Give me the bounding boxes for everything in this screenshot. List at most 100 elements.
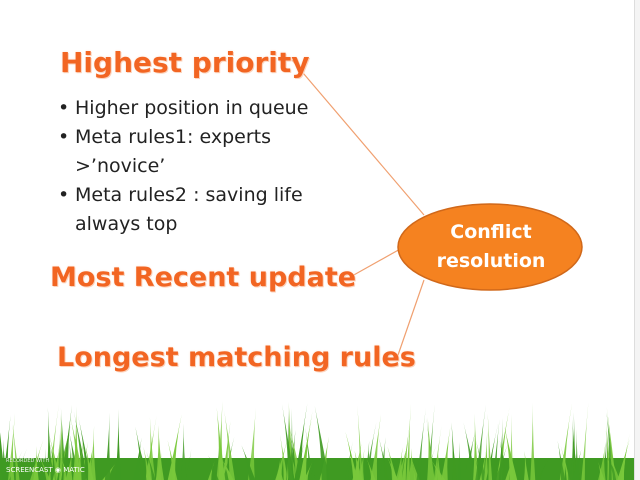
grass-blade bbox=[564, 455, 574, 480]
grass-blade bbox=[90, 425, 96, 480]
grass-blade bbox=[2, 415, 11, 480]
screencast-watermark: RECORDED WITH SCREENCAST ◉ MATIC bbox=[6, 457, 85, 475]
grass-blade bbox=[155, 425, 164, 480]
conflict-resolution-oval bbox=[397, 203, 583, 291]
connector-longest-matching bbox=[396, 279, 425, 359]
grass-blade bbox=[8, 413, 16, 480]
grass-blade bbox=[475, 440, 487, 480]
grass-blade bbox=[598, 461, 605, 480]
grass-blade bbox=[207, 460, 215, 480]
grass-blade bbox=[133, 437, 142, 480]
grass-blade bbox=[305, 427, 313, 480]
grass-blade bbox=[607, 450, 620, 480]
grass-blade bbox=[46, 407, 53, 480]
grass-blade bbox=[180, 423, 187, 480]
grass-blade bbox=[289, 446, 299, 480]
grass-blade bbox=[314, 405, 330, 480]
grass-blade bbox=[559, 403, 573, 480]
grass-blade bbox=[279, 434, 288, 480]
grass-blade bbox=[33, 446, 39, 480]
connector-most-recent bbox=[351, 247, 403, 277]
grass-blade bbox=[10, 440, 15, 480]
grass-blade bbox=[73, 442, 85, 480]
grass-blade bbox=[370, 414, 382, 480]
grass-blade bbox=[475, 457, 483, 480]
bullet-item: Meta rules1: experts >’novice’ bbox=[58, 123, 318, 181]
grass-blade bbox=[358, 448, 365, 480]
grass-blade bbox=[48, 451, 57, 480]
grass-blade bbox=[135, 426, 147, 480]
grass-blade bbox=[248, 407, 256, 480]
grass-blade bbox=[495, 444, 508, 480]
grass-blade bbox=[311, 458, 316, 480]
grass-blade bbox=[61, 458, 71, 480]
grass-blade bbox=[441, 427, 451, 480]
grass-blade bbox=[282, 404, 295, 480]
grass-blade bbox=[606, 406, 616, 480]
grass-blade bbox=[463, 422, 477, 480]
grass-blade bbox=[77, 415, 91, 480]
grass-blade bbox=[224, 410, 235, 480]
grass-blade bbox=[85, 446, 94, 480]
grass-blade bbox=[294, 443, 304, 480]
grass-blade bbox=[571, 449, 582, 480]
grass-blade bbox=[345, 431, 358, 480]
oval-line-2: resolution bbox=[436, 250, 546, 272]
heading-highest-priority: Highest priority bbox=[60, 46, 310, 79]
grass-blade bbox=[357, 405, 364, 480]
heading-most-recent-update: Most Recent update bbox=[50, 262, 357, 293]
grass-blade bbox=[408, 448, 417, 480]
grass-blade bbox=[537, 460, 549, 480]
grass-blade bbox=[406, 403, 411, 480]
grass-blade bbox=[387, 446, 398, 480]
grass-blade bbox=[167, 414, 182, 480]
grass-blade bbox=[49, 434, 61, 480]
grass-blade bbox=[216, 407, 226, 480]
grass-decoration bbox=[0, 401, 634, 480]
grass-blade bbox=[496, 405, 510, 480]
grass-blade bbox=[303, 461, 313, 480]
grass-blade bbox=[185, 449, 192, 480]
grass-blade bbox=[499, 440, 508, 480]
grass-blade bbox=[146, 451, 156, 480]
grass-blade bbox=[416, 408, 426, 480]
grass-blade bbox=[492, 419, 500, 480]
grass-blade bbox=[395, 447, 403, 480]
grass-blade bbox=[115, 408, 122, 480]
grass-blade bbox=[451, 422, 457, 480]
grass-blade bbox=[38, 455, 51, 480]
grass-blade bbox=[275, 457, 284, 480]
grass-blade bbox=[410, 457, 420, 480]
grass-blade bbox=[433, 425, 442, 480]
heading-longest-matching-rules: Longest matching rules bbox=[57, 342, 416, 373]
grass-blade bbox=[167, 440, 178, 480]
grass-blade bbox=[354, 450, 363, 480]
grass-blade bbox=[241, 445, 256, 480]
grass-blade bbox=[344, 441, 353, 480]
grass-blade bbox=[458, 442, 462, 480]
bullet-item: Higher position in queue bbox=[58, 94, 318, 123]
grass-blade bbox=[378, 437, 386, 480]
grass-blade bbox=[104, 412, 111, 480]
grass-blade bbox=[208, 455, 219, 480]
grass-blade bbox=[143, 446, 152, 480]
grass-blade bbox=[524, 450, 529, 480]
grass-blade bbox=[363, 440, 372, 480]
grass-blade bbox=[557, 440, 566, 480]
connector-highest-priority bbox=[291, 59, 425, 216]
grass-blade bbox=[300, 411, 313, 480]
conflict-resolution-label: Conflict resolution bbox=[398, 218, 584, 276]
grass-blade bbox=[427, 417, 435, 480]
grass-blade bbox=[378, 438, 389, 480]
grass-blade bbox=[48, 404, 59, 480]
grass-blade bbox=[581, 402, 589, 480]
bullet-list: Higher position in queue Meta rules1: ex… bbox=[58, 94, 318, 239]
grass-blade bbox=[484, 431, 489, 480]
grass-blade bbox=[598, 443, 606, 480]
grass-blade bbox=[73, 411, 88, 480]
grass-blade bbox=[431, 460, 446, 480]
grass-blade bbox=[620, 433, 630, 480]
grass-blade bbox=[30, 439, 44, 480]
